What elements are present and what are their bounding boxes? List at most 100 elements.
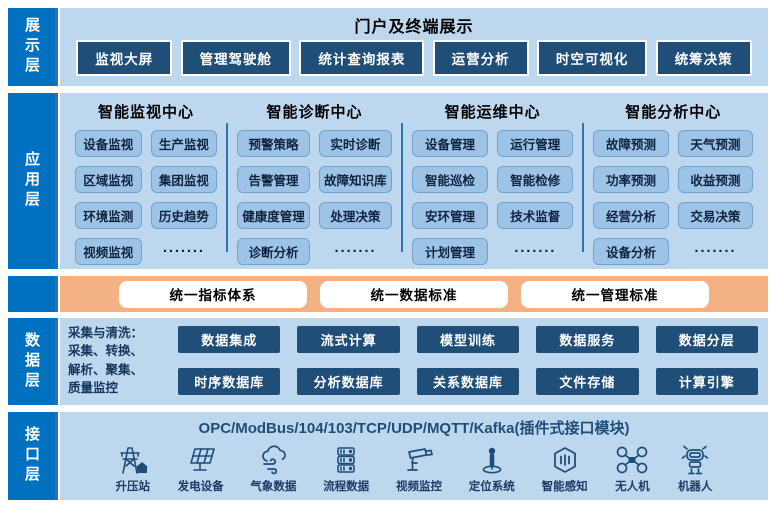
monitoring-center-section: 智能监视中心 设备监视 生产监视 区域监视 集团监视 环境监测 历史趋势 视频监… bbox=[66, 97, 226, 265]
app-item: 经营分析 bbox=[593, 202, 669, 229]
app-item: 故障知识库 bbox=[319, 166, 392, 193]
section-divider bbox=[400, 123, 403, 252]
app-item: 故障预测 bbox=[593, 130, 669, 157]
interface-layer-sidebar: 接口层 bbox=[8, 412, 58, 500]
node-file-storage: 文件存储 bbox=[536, 368, 639, 395]
server-stack-icon bbox=[328, 444, 364, 476]
sensor-icon bbox=[547, 444, 583, 476]
device-item: 智能感知 bbox=[542, 444, 588, 494]
data-collection-description: 采集与清洗： 采集、转换、 解析、聚集、 质量监控 bbox=[68, 326, 144, 395]
app-item: 区域监视 bbox=[75, 166, 142, 193]
app-item: 告警管理 bbox=[237, 166, 310, 193]
standards-band-panel: 统一指标体系 统一数据标准 统一管理标准 bbox=[60, 276, 768, 312]
app-item: 智能检修 bbox=[497, 166, 574, 193]
app-item: 环境监测 bbox=[75, 202, 142, 229]
app-item: 健康度管理 bbox=[237, 202, 310, 229]
app-item: 生产监视 bbox=[150, 130, 218, 157]
analysis-center-title: 智能分析中心 bbox=[625, 104, 722, 121]
node-data-tiering: 数据分层 bbox=[655, 326, 758, 353]
data-layer-panel: 采集与清洗： 采集、转换、 解析、聚集、 质量监控 数据集成 流式计算 模型训练… bbox=[60, 318, 768, 405]
section-divider bbox=[582, 123, 585, 252]
standards-band-row: 统一指标体系 统一数据标准 统一管理标准 bbox=[8, 276, 768, 312]
app-item: 交易决策 bbox=[677, 202, 753, 229]
node-timeseries-database: 时序数据库 bbox=[178, 368, 281, 395]
device-label: 气象数据 bbox=[250, 481, 297, 493]
node-unified-indicator-system: 统一指标体系 bbox=[119, 280, 307, 308]
app-item: 预警策略 bbox=[237, 130, 310, 157]
device-item: 流程数据 bbox=[323, 444, 369, 494]
device-label: 无人机 bbox=[615, 481, 650, 493]
application-layer-panel: 智能监视中心 设备监视 生产监视 区域监视 集团监视 环境监测 历史趋势 视频监… bbox=[60, 93, 768, 269]
interface-layer-panel: OPC/ModBus/104/103/TCP/UDP/MQTT/Kafka(插件… bbox=[60, 412, 768, 500]
node-management-cockpit: 管理驾驶舱 bbox=[180, 40, 292, 76]
app-item: 智能巡检 bbox=[411, 166, 489, 193]
node-spatiotemporal-visualization: 时空可视化 bbox=[536, 40, 648, 76]
node-relational-database: 关系数据库 bbox=[416, 368, 520, 395]
app-item: 天气预测 bbox=[677, 130, 753, 157]
app-item: 诊断分析 bbox=[237, 238, 310, 265]
device-item: 发电设备 bbox=[178, 444, 224, 494]
display-layer-title: 门户及终端展示 bbox=[354, 19, 474, 36]
app-item: 计划管理 bbox=[411, 238, 489, 265]
app-item: 历史趋势 bbox=[150, 202, 218, 229]
app-item: 运行管理 bbox=[497, 130, 574, 157]
node-overall-decision: 统筹决策 bbox=[655, 40, 752, 76]
interface-layer-label: 接口层 bbox=[23, 426, 40, 486]
display-button-row: 监视大屏 管理驾驶舱 统计查询报表 运营分析 时空可视化 统筹决策 bbox=[60, 37, 768, 86]
app-item: 功率预测 bbox=[593, 166, 669, 193]
node-monitor-screen: 监视大屏 bbox=[76, 40, 173, 76]
app-item-ellipsis: ······· bbox=[162, 243, 205, 260]
standards-band-sidebar-block bbox=[8, 276, 58, 312]
diagnosis-center-title: 智能诊断中心 bbox=[266, 104, 363, 121]
app-item: 设备管理 bbox=[411, 130, 489, 157]
robot-icon bbox=[677, 444, 713, 476]
app-item: 设备监视 bbox=[75, 130, 142, 157]
device-item: 视频监控 bbox=[396, 444, 442, 494]
device-label: 视频监控 bbox=[395, 481, 442, 493]
node-stream-computing: 流式计算 bbox=[297, 326, 400, 353]
analysis-center-section: 智能分析中心 故障预测 天气预测 功率预测 收益预测 经营分析 交易决策 设备分… bbox=[584, 97, 762, 265]
operations-center-title: 智能运维中心 bbox=[444, 104, 541, 121]
node-operation-analysis: 运营分析 bbox=[432, 40, 529, 76]
data-layer-row: 数据层 采集与清洗： 采集、转换、 解析、聚集、 质量监控 数据集成 流式计算 … bbox=[8, 318, 768, 405]
application-layer-row: 应用层 智能监视中心 设备监视 生产监视 区域监视 集团监视 环境监测 历史趋势… bbox=[8, 93, 768, 269]
diagnosis-center-section: 智能诊断中心 预警策略 实时诊断 告警管理 故障知识库 健康度管理 处理决策 诊… bbox=[228, 97, 401, 265]
drone-icon bbox=[614, 444, 650, 476]
application-layer-label: 应用层 bbox=[23, 151, 40, 211]
app-item: 技术监督 bbox=[497, 202, 574, 229]
node-unified-management-standard: 统一管理标准 bbox=[521, 280, 709, 308]
device-label: 机器人 bbox=[677, 481, 713, 493]
data-layer-grid: 数据集成 流式计算 模型训练 数据服务 数据分层 时序数据库 分析数据库 关系数… bbox=[168, 326, 758, 395]
display-layer-panel: 门户及终端展示 监视大屏 管理驾驶舱 统计查询报表 运营分析 时空可视化 统筹决… bbox=[60, 8, 768, 86]
app-item: 安环管理 bbox=[411, 202, 489, 229]
app-item: 设备分析 bbox=[593, 238, 669, 265]
interface-protocols-title: OPC/ModBus/104/103/TCP/UDP/MQTT/Kafka(插件… bbox=[198, 420, 630, 437]
node-data-integration: 数据集成 bbox=[178, 326, 281, 353]
app-item-ellipsis: ······· bbox=[334, 243, 377, 260]
node-model-training: 模型训练 bbox=[416, 326, 520, 353]
weather-cloud-icon bbox=[255, 444, 291, 476]
device-item: 气象数据 bbox=[250, 444, 296, 494]
node-unified-data-standard: 统一数据标准 bbox=[320, 280, 508, 308]
diagnosis-center-items: 预警策略 实时诊断 告警管理 故障知识库 健康度管理 处理决策 诊断分析 ···… bbox=[228, 130, 401, 265]
app-item: 处理决策 bbox=[319, 202, 392, 229]
monitoring-center-items: 设备监视 生产监视 区域监视 集团监视 环境监测 历史趋势 视频监视 ·····… bbox=[66, 130, 226, 265]
app-item-ellipsis: ······· bbox=[694, 243, 737, 260]
interface-layer-row: 接口层 OPC/ModBus/104/103/TCP/UDP/MQTT/Kafk… bbox=[8, 412, 768, 500]
node-statistics-report: 统计查询报表 bbox=[299, 40, 425, 76]
app-item: 集团监视 bbox=[150, 166, 218, 193]
monitoring-center-title: 智能监视中心 bbox=[98, 104, 195, 121]
analysis-center-items: 故障预测 天气预测 功率预测 收益预测 经营分析 交易决策 设备分析 ·····… bbox=[584, 130, 762, 265]
device-label: 定位系统 bbox=[468, 481, 515, 493]
application-layer-sidebar: 应用层 bbox=[8, 93, 58, 269]
device-item: 无人机 bbox=[614, 444, 650, 494]
section-divider bbox=[226, 123, 229, 252]
display-layer-sidebar: 展示层 bbox=[8, 8, 58, 86]
device-item: 机器人 bbox=[677, 444, 713, 494]
operations-center-items: 设备管理 运行管理 智能巡检 智能检修 安环管理 技术监督 计划管理 ·····… bbox=[403, 130, 583, 265]
display-layer-label: 展示层 bbox=[23, 17, 40, 77]
node-compute-engine: 计算引擎 bbox=[655, 368, 758, 395]
cctv-camera-icon bbox=[401, 444, 437, 476]
device-label: 智能感知 bbox=[541, 481, 588, 493]
